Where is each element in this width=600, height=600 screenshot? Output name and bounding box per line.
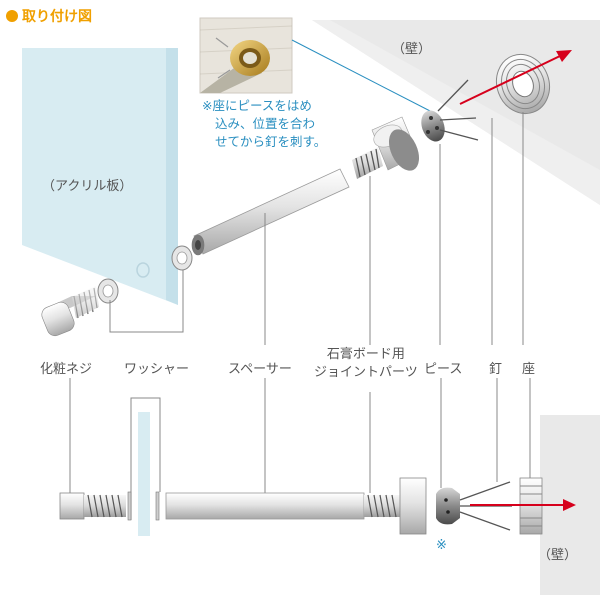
label-piece: ピース <box>424 362 463 377</box>
header: 取り付け図 <box>6 6 92 26</box>
callout-line <box>291 39 435 114</box>
label-acrylic: （アクリル板） <box>42 179 133 194</box>
leader-lines-lower <box>69 378 531 520</box>
washer-part-2 <box>171 245 193 271</box>
piece-part <box>421 79 479 142</box>
washer-assembled-2 <box>155 491 160 521</box>
label-nail: 釘 <box>489 362 503 377</box>
label-washer: ワッシャー <box>124 362 190 377</box>
piece-assembled <box>436 481 512 531</box>
acrylic-panel <box>22 48 178 305</box>
label-wall-top: （壁） <box>392 42 432 57</box>
wall-panel-top-face <box>312 20 600 205</box>
joint-part <box>352 116 420 179</box>
header-bullet <box>6 10 18 22</box>
photo-note-line-2: 込み、位置を合わ <box>215 116 316 131</box>
photo-note-line-3: せてから釘を刺す。 <box>215 134 327 149</box>
seat-part <box>496 53 550 115</box>
acrylic-hole <box>136 262 150 278</box>
arrow-head-bottom <box>563 499 576 511</box>
label-joint-line-1: 石膏ボード用 <box>326 347 405 362</box>
label-seat: 座 <box>522 362 536 377</box>
leader-lines <box>109 112 524 345</box>
label-asterisk: ※ <box>436 538 447 553</box>
joint-assembled <box>364 477 427 535</box>
arrow-head-top <box>556 50 572 62</box>
page-title: 取り付け図 <box>22 9 92 25</box>
spacer-assembled <box>165 492 365 520</box>
washer-part-1 <box>97 278 119 304</box>
inset-photo <box>199 17 293 94</box>
label-joint: 石膏ボード用 ジョイントパーツ <box>314 346 418 382</box>
photo-note-line-1: ※座にピースをはめ <box>202 98 312 113</box>
photo-note: ※座にピースをはめ 込み、位置を合わ せてから釘を刺す。 <box>202 97 326 151</box>
label-joint-line-2: ジョイントパーツ <box>314 365 418 380</box>
label-screw: 化粧ネジ <box>40 362 93 377</box>
label-spacer: スペーサー <box>228 362 292 377</box>
screw-assembled <box>59 492 126 520</box>
washer-assembled-1 <box>127 491 132 521</box>
direction-arrow-top <box>459 55 561 105</box>
acrylic-panel-edge <box>166 48 178 305</box>
spacer-part <box>191 168 350 256</box>
screw-part <box>41 286 99 337</box>
acrylic-section <box>138 412 150 536</box>
label-wall-bottom: （壁） <box>538 548 578 563</box>
